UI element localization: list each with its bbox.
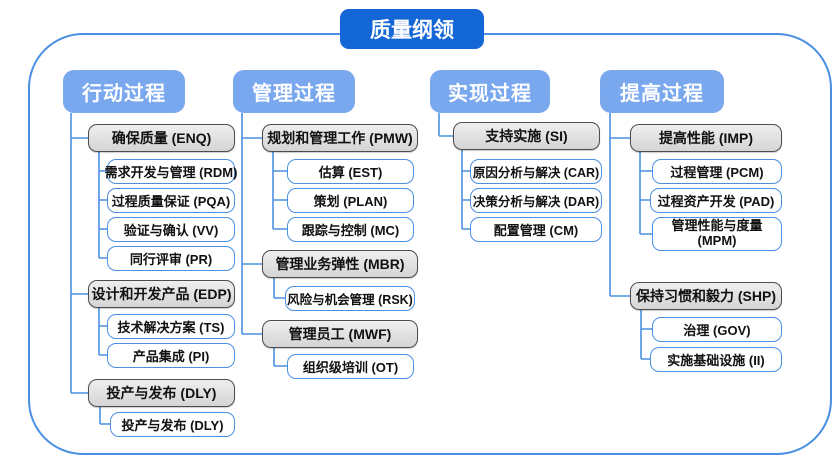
connector-column-1 bbox=[70, 113, 110, 425]
leaf-node-car: 原因分析与解决 (CAR) bbox=[470, 159, 602, 184]
root-node-quality-program: 质量纲领 bbox=[340, 9, 484, 49]
column-header-management-process: 管理过程 bbox=[233, 70, 355, 113]
branch-node-mwf: 管理员工 (MWF) bbox=[262, 320, 418, 348]
leaf-node-plan: 策划 (PLAN) bbox=[287, 188, 414, 213]
leaf-node-ot: 组织级培训 (OT) bbox=[287, 354, 414, 379]
leaf-node-pcm: 过程管理 (PCM) bbox=[652, 159, 782, 184]
leaf-node-rsk: 风险与机会管理 (RSK) bbox=[285, 286, 415, 311]
branch-node-enq: 确保质量 (ENQ) bbox=[88, 124, 235, 152]
branch-node-mbr: 管理业务弹性 (MBR) bbox=[262, 250, 418, 278]
leaf-node-mc: 跟踪与控制 (MC) bbox=[287, 217, 414, 242]
branch-node-dly: 投产与发布 (DLY) bbox=[88, 379, 235, 407]
connector-column-2 bbox=[241, 113, 287, 367]
leaf-node-vv: 验证与确认 (VV) bbox=[107, 217, 235, 242]
leaf-node-dly: 投产与发布 (DLY) bbox=[110, 412, 235, 437]
leaf-node-mpm: 管理性能与度量 (MPM) bbox=[652, 217, 782, 251]
branch-node-pmw: 规划和管理工作 (PMW) bbox=[262, 124, 418, 152]
column-header-realization-process: 实现过程 bbox=[430, 70, 550, 113]
leaf-node-pr: 同行评审 (PR) bbox=[107, 246, 235, 271]
branch-node-imp: 提高性能 (IMP) bbox=[630, 124, 782, 152]
column-header-improvement-process: 提高过程 bbox=[600, 70, 724, 113]
branch-node-si: 支持实施 (SI) bbox=[453, 122, 600, 150]
leaf-node-gov: 治理 (GOV) bbox=[652, 317, 782, 342]
leaf-node-ts: 技术解决方案 (TS) bbox=[107, 314, 235, 339]
leaf-node-pad: 过程资产开发 (PAD) bbox=[650, 188, 782, 213]
branch-node-edp: 设计和开发产品 (EDP) bbox=[88, 280, 235, 308]
leaf-node-ii: 实施基础设施 (II) bbox=[650, 347, 782, 372]
leaf-node-pi: 产品集成 (PI) bbox=[107, 343, 235, 368]
leaf-node-rdm: 需求开发与管理 (RDM) bbox=[105, 159, 237, 184]
branch-node-shp: 保持习惯和毅力 (SHP) bbox=[630, 282, 782, 310]
leaf-node-cm: 配置管理 (CM) bbox=[470, 217, 602, 242]
connector-column-3 bbox=[438, 113, 470, 230]
connector-column-4 bbox=[609, 113, 652, 360]
leaf-node-est: 估算 (EST) bbox=[287, 159, 414, 184]
leaf-node-dar: 决策分析与解决 (DAR) bbox=[470, 188, 602, 213]
column-header-action-process: 行动过程 bbox=[63, 70, 185, 113]
leaf-node-pqa: 过程质量保证 (PQA) bbox=[107, 188, 235, 213]
